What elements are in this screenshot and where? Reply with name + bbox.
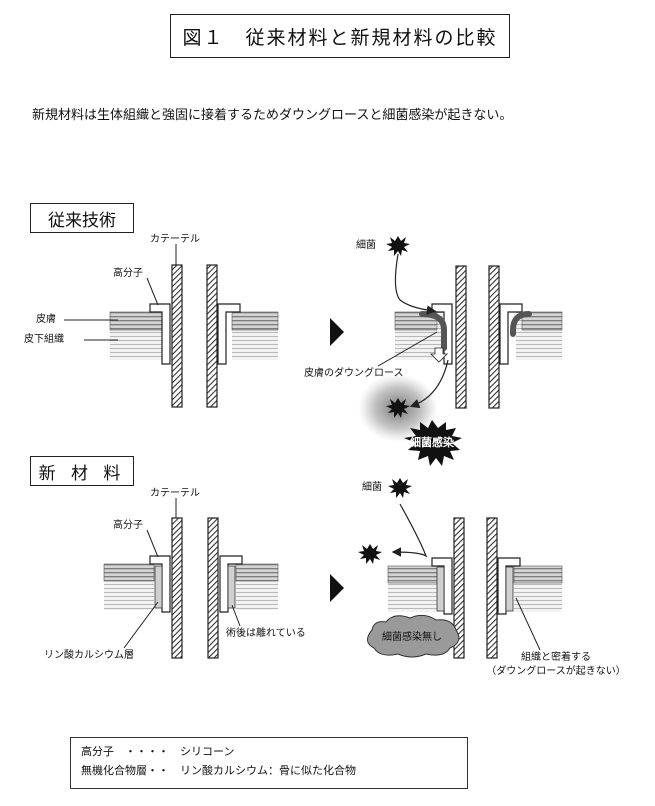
leader-line bbox=[515, 597, 541, 651]
panel-conventional-before bbox=[64, 244, 279, 408]
panel-conventional-after bbox=[358, 236, 563, 466]
catheter-wall-right bbox=[488, 265, 500, 409]
calcium-phosphate-layer-right bbox=[227, 565, 236, 609]
skin-layer-left bbox=[109, 311, 163, 331]
polymer-flange-right bbox=[219, 555, 243, 613]
catheter-wall-left bbox=[171, 517, 183, 659]
catheter-wall-right bbox=[206, 264, 218, 408]
label-separated-after-surgery: 術後は離れている bbox=[226, 628, 306, 639]
leader-line bbox=[146, 277, 159, 306]
figure-title: 図１ 従来材料と新規材料の比較 bbox=[170, 14, 510, 58]
leader-line bbox=[146, 529, 159, 558]
calcium-phosphate-layer-left bbox=[154, 565, 163, 609]
legend-inorganic-line: 無機化合物層・・ リン酸カルシウム：骨に似た化合物 bbox=[81, 764, 356, 777]
skin-layer-left bbox=[103, 563, 155, 582]
label-skin-downgrowth: 皮膚のダウングロース bbox=[304, 368, 404, 379]
polymer-flange-right bbox=[499, 303, 523, 365]
label-tissue-adhesion: 組織と密着する bbox=[521, 652, 591, 663]
bacteria-spread-arrow bbox=[409, 359, 449, 409]
label-calcium-phosphate-layer: リン酸カルシウム層 bbox=[44, 650, 134, 661]
label-catheter: カテーテル bbox=[150, 234, 200, 245]
bacteria-path-arrow bbox=[394, 253, 437, 315]
transition-arrow-top bbox=[330, 318, 344, 346]
catheter-wall-left bbox=[171, 264, 183, 408]
polymer-flange-right bbox=[217, 303, 241, 365]
skin-layer-right bbox=[513, 565, 563, 584]
legend-box: 高分子 ・・・・ シリコーン 無機化合物層・・ リン酸カルシウム：骨に似た化合物 bbox=[70, 737, 468, 789]
transition-arrow-bottom bbox=[330, 574, 344, 602]
label-polymer: 高分子 bbox=[113, 520, 143, 531]
description-text: 新規材料は生体組織と強固に接着するためダウングロースと細菌感染が起きない。 bbox=[32, 108, 513, 123]
polymer-flange-left bbox=[149, 303, 171, 365]
label-subcutaneous-tissue: 皮下組織 bbox=[24, 334, 64, 345]
label-no-infection: 細菌感染無し bbox=[382, 632, 442, 643]
legend-polymer-line: 高分子 ・・・・ シリコーン bbox=[81, 745, 235, 758]
bacteria-icon bbox=[358, 544, 382, 564]
label-bacteria: 細菌 bbox=[356, 240, 376, 251]
polymer-flange-right bbox=[497, 557, 521, 615]
section-label-conventional: 従来技術 bbox=[30, 203, 134, 233]
calcium-phosphate-layer-right bbox=[505, 566, 514, 612]
panel-new-after bbox=[358, 478, 563, 659]
calcium-phosphate-layer-left bbox=[436, 566, 445, 612]
label-catheter: カテーテル bbox=[150, 488, 200, 499]
label-polymer: 高分子 bbox=[113, 268, 143, 279]
skin-layer-right bbox=[521, 311, 563, 331]
catheter-wall-left bbox=[453, 517, 465, 659]
bacteria-icon bbox=[386, 398, 410, 418]
section-label-new-material: 新 材 料 bbox=[30, 456, 134, 486]
catheter-wall-right bbox=[207, 517, 219, 659]
bacteria-icon bbox=[386, 236, 410, 256]
skin-layer-right bbox=[231, 311, 279, 331]
leader-line bbox=[231, 604, 241, 627]
panel-new-before bbox=[103, 498, 279, 659]
catheter-wall-right bbox=[486, 517, 498, 659]
bacteria-icon bbox=[388, 478, 412, 498]
label-bacteria: 細菌 bbox=[362, 482, 382, 493]
label-bacterial-infection: 細菌感染 bbox=[410, 436, 454, 449]
skin-downgrowth-right bbox=[510, 311, 532, 337]
polymer-flange-left bbox=[149, 555, 171, 613]
polymer-flange-left bbox=[431, 557, 453, 615]
skin-layer-right bbox=[235, 563, 279, 582]
leader-line bbox=[123, 601, 159, 649]
downgrowth-arrow-icon bbox=[430, 347, 448, 363]
no-infection-cloud-icon bbox=[367, 614, 460, 658]
catheter-wall-left bbox=[455, 265, 467, 409]
skin-layer-left bbox=[387, 565, 441, 584]
leader-line bbox=[377, 331, 438, 367]
infection-burst-icon bbox=[404, 420, 462, 466]
label-epidermis: 皮膚 bbox=[36, 314, 56, 325]
bacteria-repelled-arrow bbox=[391, 503, 428, 558]
label-no-downgrowth: （ダウングロースが起きない） bbox=[486, 666, 626, 677]
